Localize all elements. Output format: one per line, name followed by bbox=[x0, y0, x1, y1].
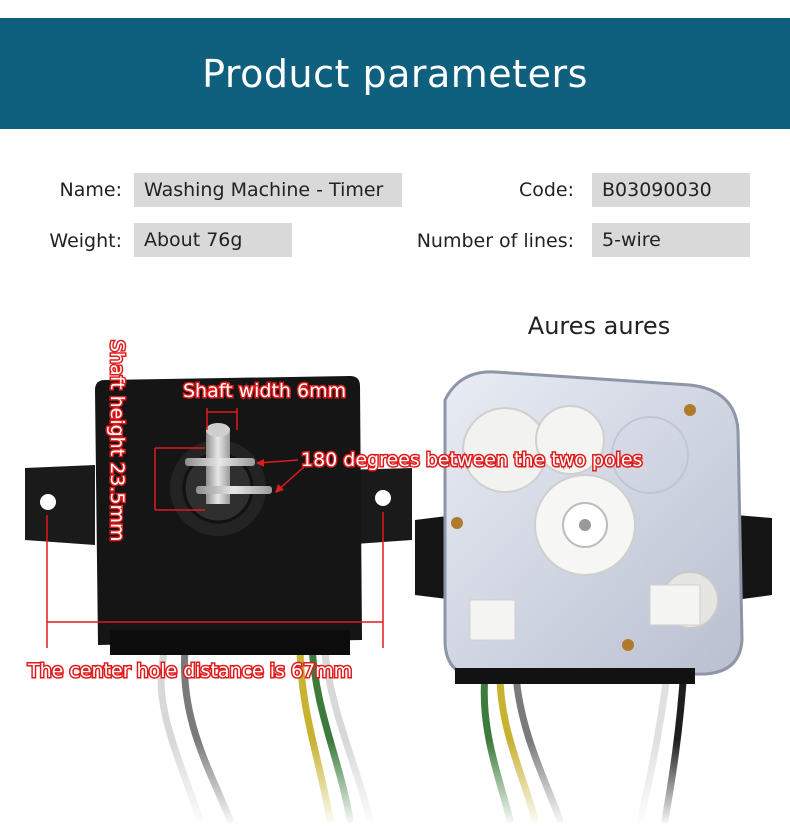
lines-label: Number of lines: bbox=[416, 230, 574, 252]
header-banner: Product parameters bbox=[0, 18, 790, 129]
hole-distance-annotation: The center hole distance is 67mm bbox=[27, 660, 352, 682]
left-ear bbox=[25, 465, 95, 545]
name-label: Name: bbox=[59, 179, 122, 201]
measurement-lines bbox=[46, 408, 384, 648]
left-hole bbox=[40, 494, 56, 510]
right-hole bbox=[375, 490, 391, 506]
connector-strip bbox=[455, 668, 695, 684]
right-caption: Aures aures bbox=[527, 312, 671, 340]
screw-bottom bbox=[622, 639, 634, 651]
code-value: B03090030 bbox=[592, 173, 750, 207]
pole-lower bbox=[196, 486, 272, 494]
weight-value: About 76g bbox=[134, 223, 292, 257]
name-value: Washing Machine - Timer bbox=[134, 173, 402, 207]
timer-back-view bbox=[25, 376, 412, 824]
screw-top bbox=[684, 404, 696, 416]
lines-value: 5-wire bbox=[592, 223, 750, 257]
screw-left bbox=[451, 517, 463, 529]
cam-wheel bbox=[611, 416, 689, 494]
pole-upper bbox=[185, 458, 255, 466]
shaft-width-annotation: Shaft width 6mm bbox=[183, 380, 346, 402]
poles-annotation: 180 degrees between the two poles bbox=[301, 449, 642, 471]
code-label: Code: bbox=[518, 179, 574, 201]
weight-label: Weight: bbox=[49, 230, 122, 252]
timer-base bbox=[110, 630, 350, 655]
page-title: Product parameters bbox=[202, 51, 588, 96]
timer-front-view bbox=[415, 370, 772, 824]
gear-top bbox=[535, 405, 605, 475]
shaft-height-annotation: Shaft height 23.5mm bbox=[106, 340, 128, 542]
